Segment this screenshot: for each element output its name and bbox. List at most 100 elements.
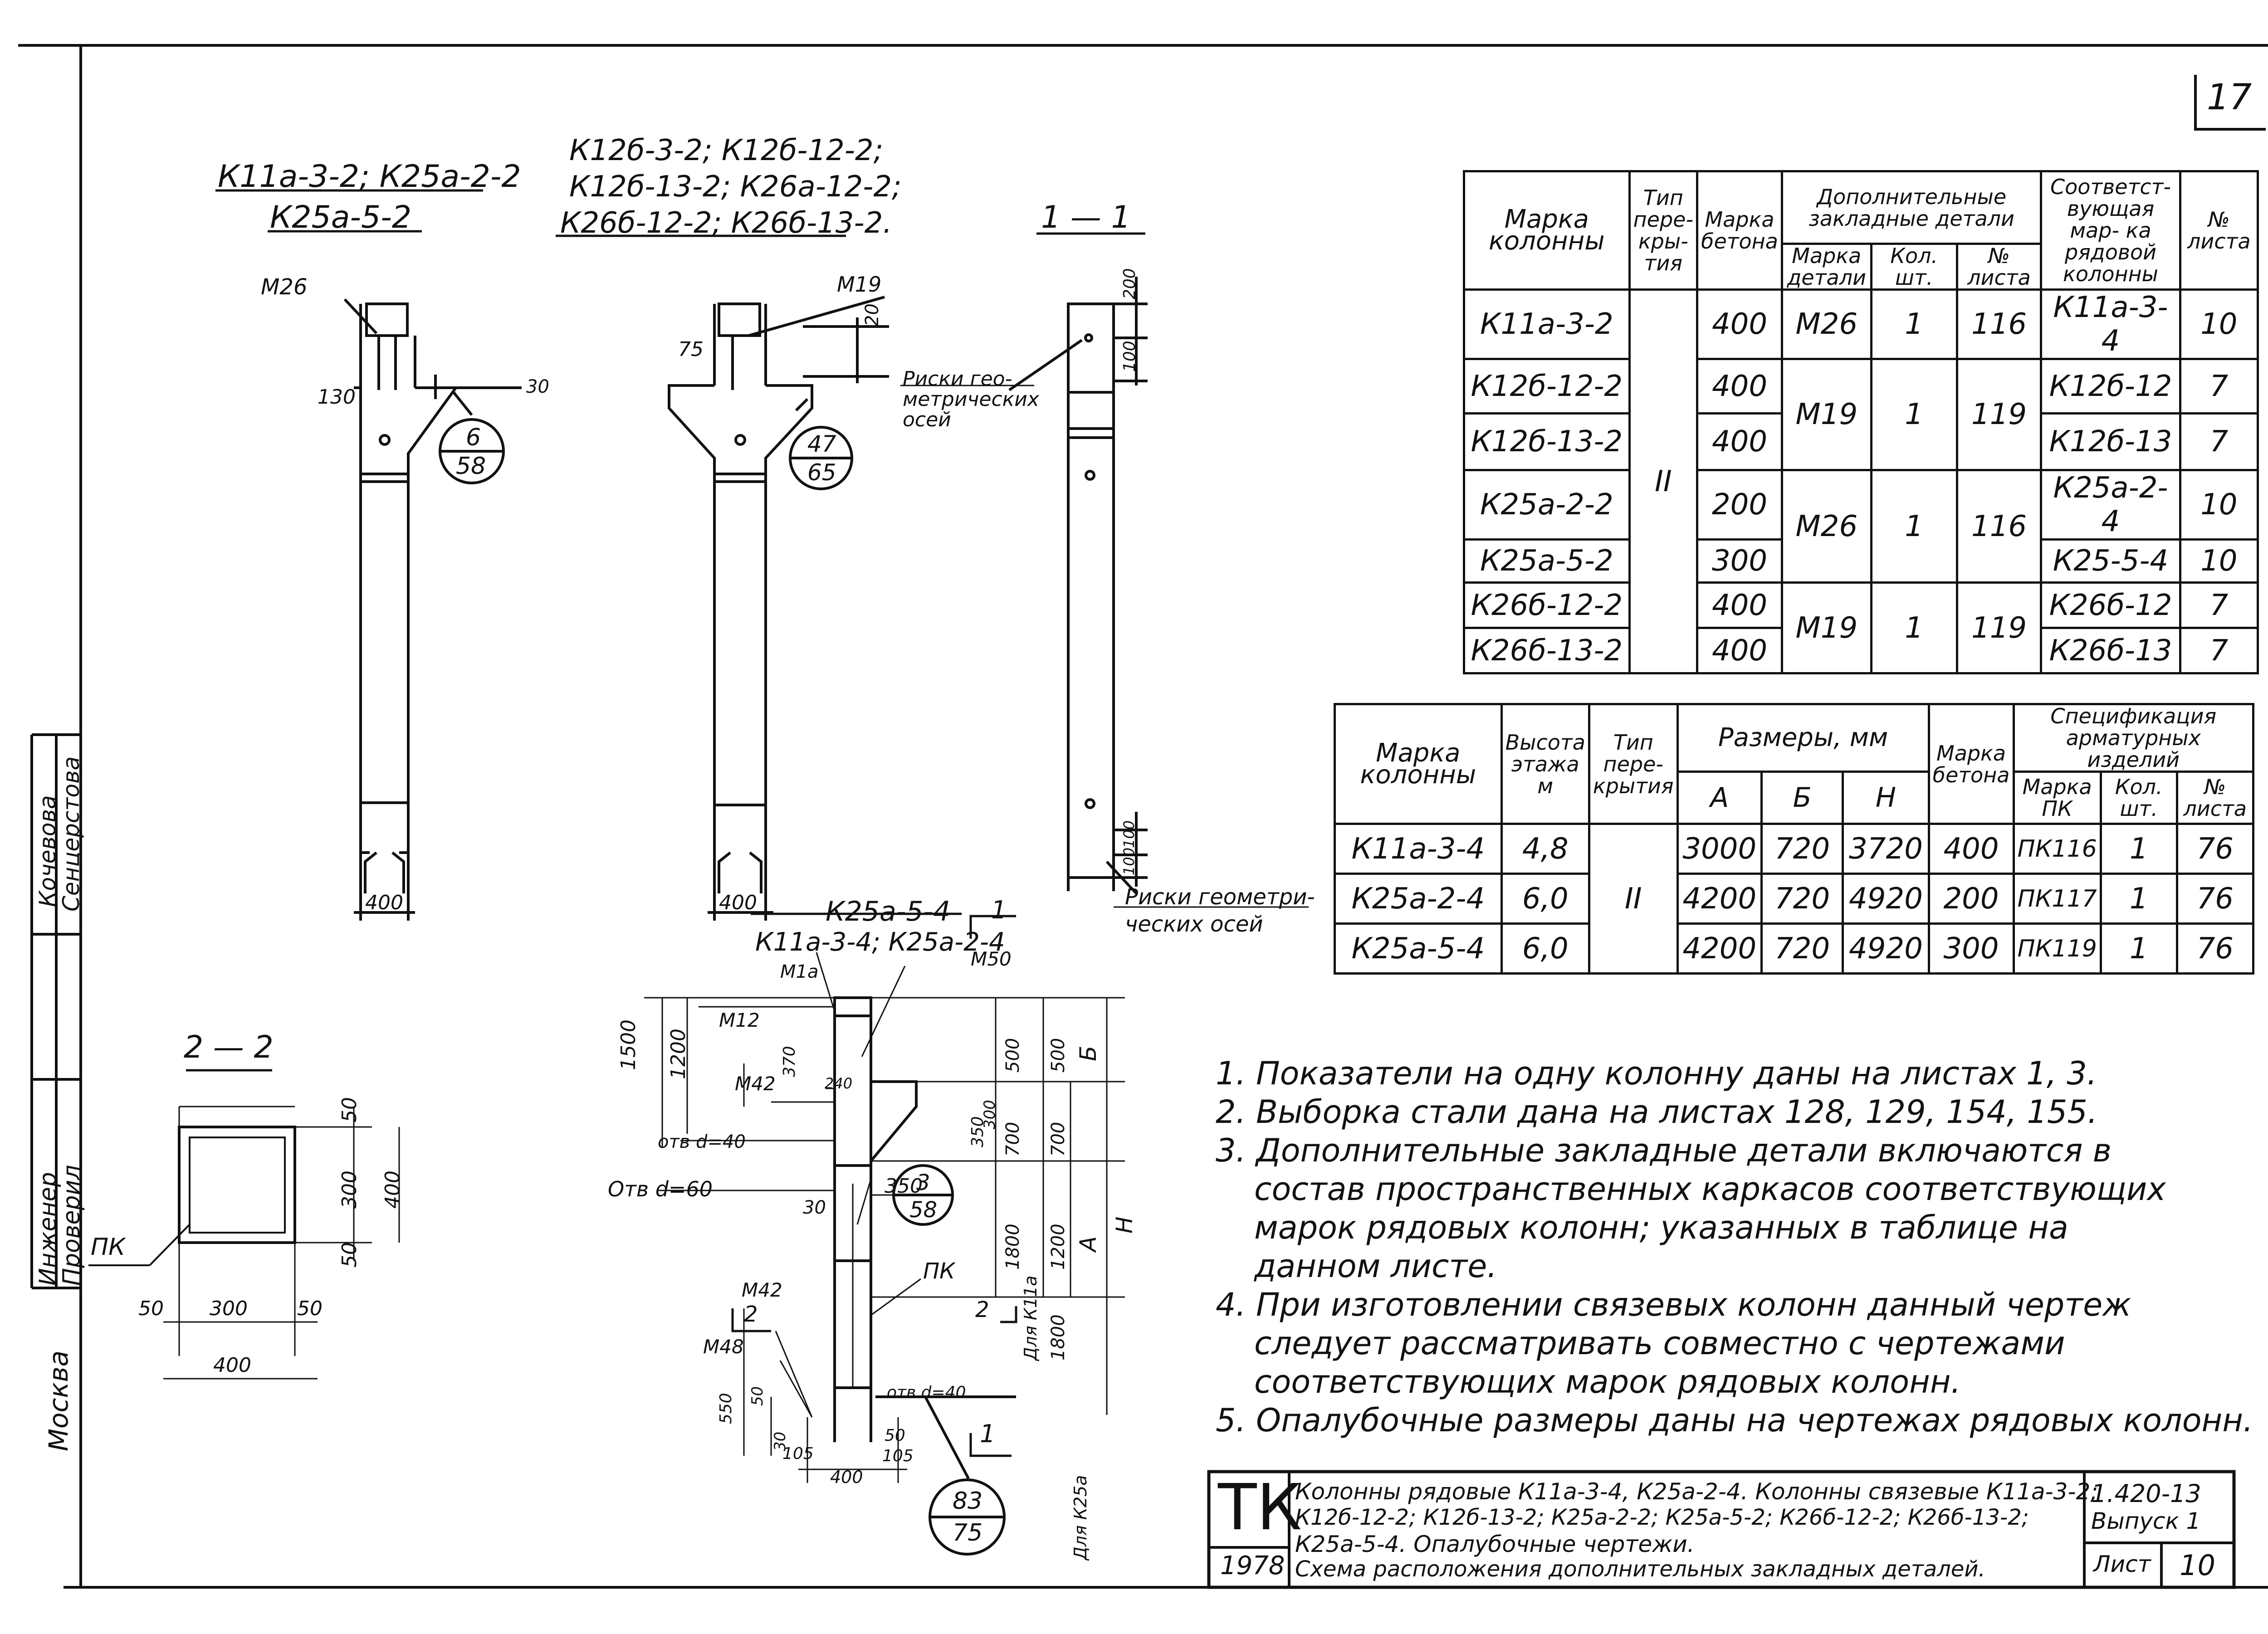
t1-row2-detail: М19	[1780, 358, 1872, 471]
view5-m42-top: М42	[735, 1073, 776, 1095]
t2-row1-h: 3720	[1842, 823, 1930, 875]
view4-dim-300: 300	[338, 1171, 361, 1209]
view4-dim-50-bottom: 50	[338, 1242, 361, 1268]
t2-row3-sheet: 76	[2175, 922, 2255, 975]
t1-row2-mark: К12б-12-2	[1463, 358, 1631, 415]
t1-row4-sheet: 116	[1955, 469, 2043, 584]
view3-dim-100-top: 100	[1120, 341, 1139, 372]
view5-cut-2-left: 2	[744, 1302, 758, 1327]
t2-row1-pk: ПК116	[2012, 823, 2102, 875]
t2-row2-h: 4920	[1842, 873, 1930, 925]
t1-row1-sheet: 116	[1955, 288, 2043, 360]
view5-dim-50-b: 50	[885, 1426, 905, 1445]
t1-row3-concrete: 400	[1696, 412, 1783, 471]
view3-marks-top-2: метрических	[903, 388, 1039, 411]
t2-row3-a: 4200	[1676, 922, 1763, 975]
view5-pk-label: ПК	[923, 1258, 955, 1284]
view3-dim-100-bottom: 100	[1120, 820, 1138, 848]
view5-m50: М50	[971, 948, 1012, 970]
t1-row2-qty: 1	[1870, 358, 1958, 471]
view5-m12: М12	[719, 1009, 760, 1031]
note-3-cont-2: марок рядовых колонн; указанных в таблиц…	[1254, 1209, 2068, 1246]
t2-header-concrete: Марка бетона	[1927, 703, 2015, 825]
view5-m1a: М1а	[780, 961, 819, 982]
t1-row5-mark: К25а-5-2	[1463, 538, 1631, 584]
view5-dim-400: 400	[830, 1467, 863, 1487]
t1-row2-sheet: 119	[1955, 358, 2043, 471]
title-block-logo: ТК	[1218, 1471, 1302, 1545]
t2-header-type: Тип пере- крытия	[1588, 703, 1679, 825]
view3-marks-bottom-2: ческих осей	[1125, 912, 1263, 937]
view5-dim-700-a: 700	[1002, 1122, 1023, 1156]
title-block-year: 1978	[1220, 1551, 1285, 1580]
view5-dim-b-letter: Б	[1075, 1045, 1101, 1061]
t2-header-qty: Кол. шт.	[2099, 771, 2178, 825]
view2-bubble-bottom: 65	[807, 459, 836, 486]
t1-header-corr-sheet: № листа	[2179, 170, 2259, 291]
t2-row2-sheet: 76	[2175, 873, 2255, 925]
view5-dim-350-b: 350	[885, 1175, 923, 1198]
note-3: 3. Дополнительные закладные детали включ…	[1216, 1132, 2112, 1169]
t1-row6-mark: К26б-12-2	[1463, 581, 1631, 629]
t1-row4-concrete: 200	[1696, 469, 1783, 541]
t1-header-detail: Марка детали	[1780, 243, 1872, 291]
t2-header-h: Н	[1842, 771, 1930, 825]
t2-row1-sheet: 76	[2175, 823, 2255, 875]
t1-row5-corr: К25-5-4	[2040, 538, 2181, 584]
title-block-code: 1.420-13	[2091, 1479, 2201, 1508]
view4-dim-400-h: 400	[213, 1354, 251, 1377]
t2-header-a: А	[1676, 771, 1763, 825]
t2-header-height: Высота этажа м	[1500, 703, 1590, 825]
title-block-sheet-number: 10	[2180, 1549, 2215, 1582]
view5-hole-40-bottom: отв d=40	[887, 1383, 966, 1402]
t1-row1-corr: К11а-3-4	[2040, 288, 2181, 360]
view5-dim-1500: 1500	[617, 1019, 640, 1070]
view5-dim-1200-left: 1200	[667, 1029, 690, 1079]
view3-marks-bottom-1: Риски геометри-	[1125, 884, 1315, 910]
view5-cut-2-right: 2	[975, 1297, 989, 1322]
t1-header-qty: Кол. шт.	[1870, 243, 1958, 291]
view1-dim-130: 130	[318, 385, 356, 409]
title-block-sheet-label: Лист	[2093, 1551, 2151, 1577]
t1-row2-concrete: 400	[1696, 358, 1783, 415]
view5-hole-40-top: отв d=40	[658, 1132, 746, 1152]
view4-dim-300-h: 300	[210, 1297, 248, 1320]
view5-cut-1-top: 1	[991, 896, 1007, 924]
t1-header-mark: Марка колонны	[1463, 170, 1631, 291]
t2-header-mark: Марка колонны	[1334, 703, 1503, 825]
t2-row1-a: 3000	[1676, 823, 1763, 875]
stamp-checker-role: Проверил	[58, 1165, 85, 1286]
view5-dim-500-b: 500	[1048, 1038, 1069, 1073]
column-dimensions-table: Марка колонны Высота этажа м Тип пере- к…	[1334, 703, 2255, 975]
t1-row4-corr: К25а-2-4	[2040, 469, 2181, 541]
t2-row2-qty: 1	[2099, 873, 2178, 925]
view2-title-3: К26б-12-2; К26б-13-2.	[560, 206, 892, 240]
view5-dim-1800-b: 1800	[1048, 1314, 1069, 1361]
note-4-cont-2: соответствующих марок рядовых колонн.	[1254, 1363, 1961, 1400]
note-3-cont-3: данном листе.	[1254, 1248, 1497, 1285]
t2-row2-mark: К25а-2-4	[1334, 873, 1503, 925]
t1-type-value: II	[1628, 288, 1699, 674]
t2-row1-height: 4,8	[1500, 823, 1590, 875]
t2-header-b: Б	[1760, 771, 1844, 825]
title-block-issue: Выпуск 1	[2091, 1508, 2201, 1534]
title-block-line-3: К25а-5-4. Опалубочные чертежи.	[1295, 1531, 1695, 1557]
note-2: 2. Выборка стали дана на листах 128, 129…	[1216, 1093, 2098, 1131]
t2-row1-concrete: 400	[1927, 823, 2015, 875]
view5-dim-370: 370	[780, 1046, 799, 1077]
t2-header-spec: Спецификация арматурных изделий	[2012, 703, 2255, 773]
view5-dim-300: 300	[981, 1100, 999, 1129]
t1-row5-concrete: 300	[1696, 538, 1783, 584]
view5-hole-60: Отв d=60	[608, 1177, 713, 1201]
view3-dim-100-base: 100	[1120, 847, 1138, 875]
view5-m48: М48	[703, 1336, 744, 1358]
t1-row1-concrete: 400	[1696, 288, 1783, 360]
view5-dim-240: 240	[825, 1075, 853, 1092]
t1-row4-detail: М26	[1780, 469, 1872, 584]
view3-marks-top-1: Риски гео-	[903, 367, 1012, 390]
view1-dim-400: 400	[365, 891, 403, 914]
t2-row3-qty: 1	[2099, 922, 2178, 975]
t2-row3-mark: К25а-5-4	[1334, 922, 1503, 975]
view3-dim-200: 200	[1120, 268, 1139, 299]
